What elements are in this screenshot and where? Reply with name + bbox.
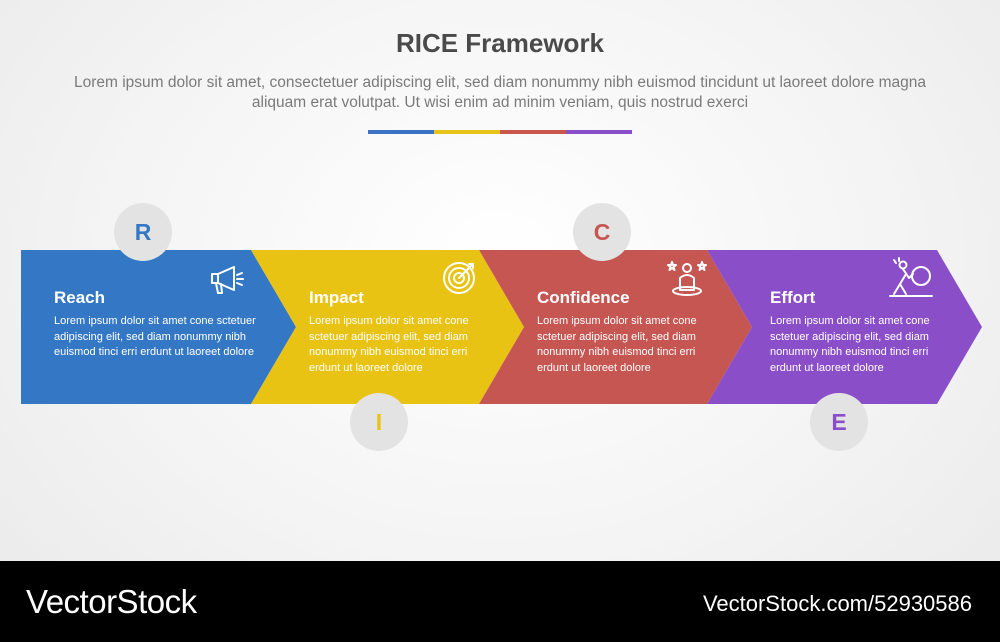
chevron-reach: [21, 250, 296, 404]
target-icon: [443, 262, 475, 294]
letter-circle-i: I: [350, 393, 408, 451]
divider-segment-red: [500, 130, 566, 134]
step-title-impact: Impact: [309, 288, 364, 307]
step-title-reach: Reach: [54, 288, 106, 307]
step-title-effort: Effort: [770, 288, 816, 307]
letter-circle-e: E: [810, 393, 868, 451]
podium-person-icon: [667, 261, 707, 296]
step-title-confidence: Confidence: [537, 288, 630, 307]
step-desc-effort: Lorem ipsum dolor sit amet cone sctetuer…: [770, 315, 930, 374]
chevron-confidence: [479, 250, 752, 404]
step-desc-confidence: Lorem ipsum dolor sit amet cone sctetuer…: [537, 315, 697, 374]
divider-segment-yellow: [434, 130, 500, 134]
letter-circle-c: C: [573, 203, 631, 261]
footer-bar: VectorStock VectorStock.com/52930586: [0, 561, 1000, 642]
letter-circle-r: R: [114, 203, 172, 261]
pushing-boulder-icon: [889, 257, 933, 297]
chevron-effort: [707, 250, 982, 404]
vectorstock-url: VectorStock.com/52930586: [702, 591, 972, 616]
vectorstock-logo: VectorStock: [26, 583, 197, 620]
megaphone-icon: [211, 266, 244, 294]
divider-segment-purple: [566, 130, 632, 134]
page-subtitle: Lorem ipsum dolor sit amet, consectetuer…: [73, 74, 927, 111]
step-desc-reach: Lorem ipsum dolor sit amet cone sctetuer…: [54, 315, 256, 358]
divider-segment-blue: [368, 130, 434, 134]
step-desc-impact: Lorem ipsum dolor sit amet cone sctetuer…: [309, 315, 469, 374]
page-title: RICE Framework: [395, 28, 605, 58]
color-divider: [368, 130, 632, 134]
